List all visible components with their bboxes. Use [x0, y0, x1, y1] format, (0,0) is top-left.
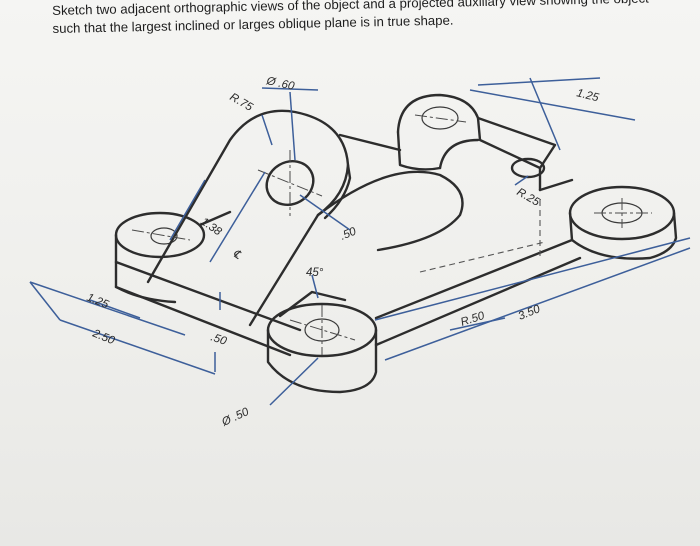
dia-top-label: Ø .60: [264, 75, 296, 93]
radius-bottom-label: R.50: [459, 310, 486, 329]
rear-block-face: [396, 130, 442, 171]
upper-ledge: [338, 133, 402, 152]
central-slope-edge: [316, 170, 464, 252]
base-right-bottom-edge: [374, 256, 582, 347]
dimension-lines: [29, 77, 691, 406]
rear-block-top: [396, 93, 557, 170]
left-boss-side: [114, 233, 177, 304]
inclined-plate-outline: [146, 109, 350, 327]
base-left-bottom-edge: [114, 285, 292, 357]
dimension-labels: Ø .60 R.75 1.38 ℄ .50 45° .50 1.25 2.50 …: [85, 75, 601, 429]
radius-small-label: R.25: [515, 186, 543, 209]
base-right-top-edge: [538, 178, 574, 192]
base-left-top-edge: [198, 210, 232, 227]
thickness-mid-label: .50: [339, 225, 359, 242]
object-outline: [114, 93, 678, 394]
right-length-label: 3.50: [517, 303, 543, 323]
left-large-label: 2.50: [90, 327, 117, 347]
base-left-front-edge: [114, 260, 302, 332]
rear-block-notch: [438, 138, 480, 170]
right-boss-side: [568, 211, 678, 260]
centerline-mark: ℄: [230, 248, 243, 262]
dia-bottom-label: Ø .50: [219, 406, 251, 429]
incline-length-label: 1.38: [198, 216, 224, 239]
small-fillet-ellipse: [510, 157, 546, 179]
bottom-boss-side: [266, 328, 378, 394]
angle-label: 45°: [306, 267, 324, 279]
inclined-hole: [265, 160, 315, 206]
radius-top-label: R.75: [228, 91, 256, 114]
rear-block-right: [476, 116, 542, 192]
mid-step: [278, 290, 347, 318]
left-hole: [150, 227, 178, 245]
base-height-label: .50: [209, 331, 228, 348]
center-lines: [131, 114, 652, 355]
top-right-label: 1.25: [575, 87, 600, 104]
base-right-front-edge: [374, 238, 574, 320]
rear-hole: [421, 106, 459, 130]
